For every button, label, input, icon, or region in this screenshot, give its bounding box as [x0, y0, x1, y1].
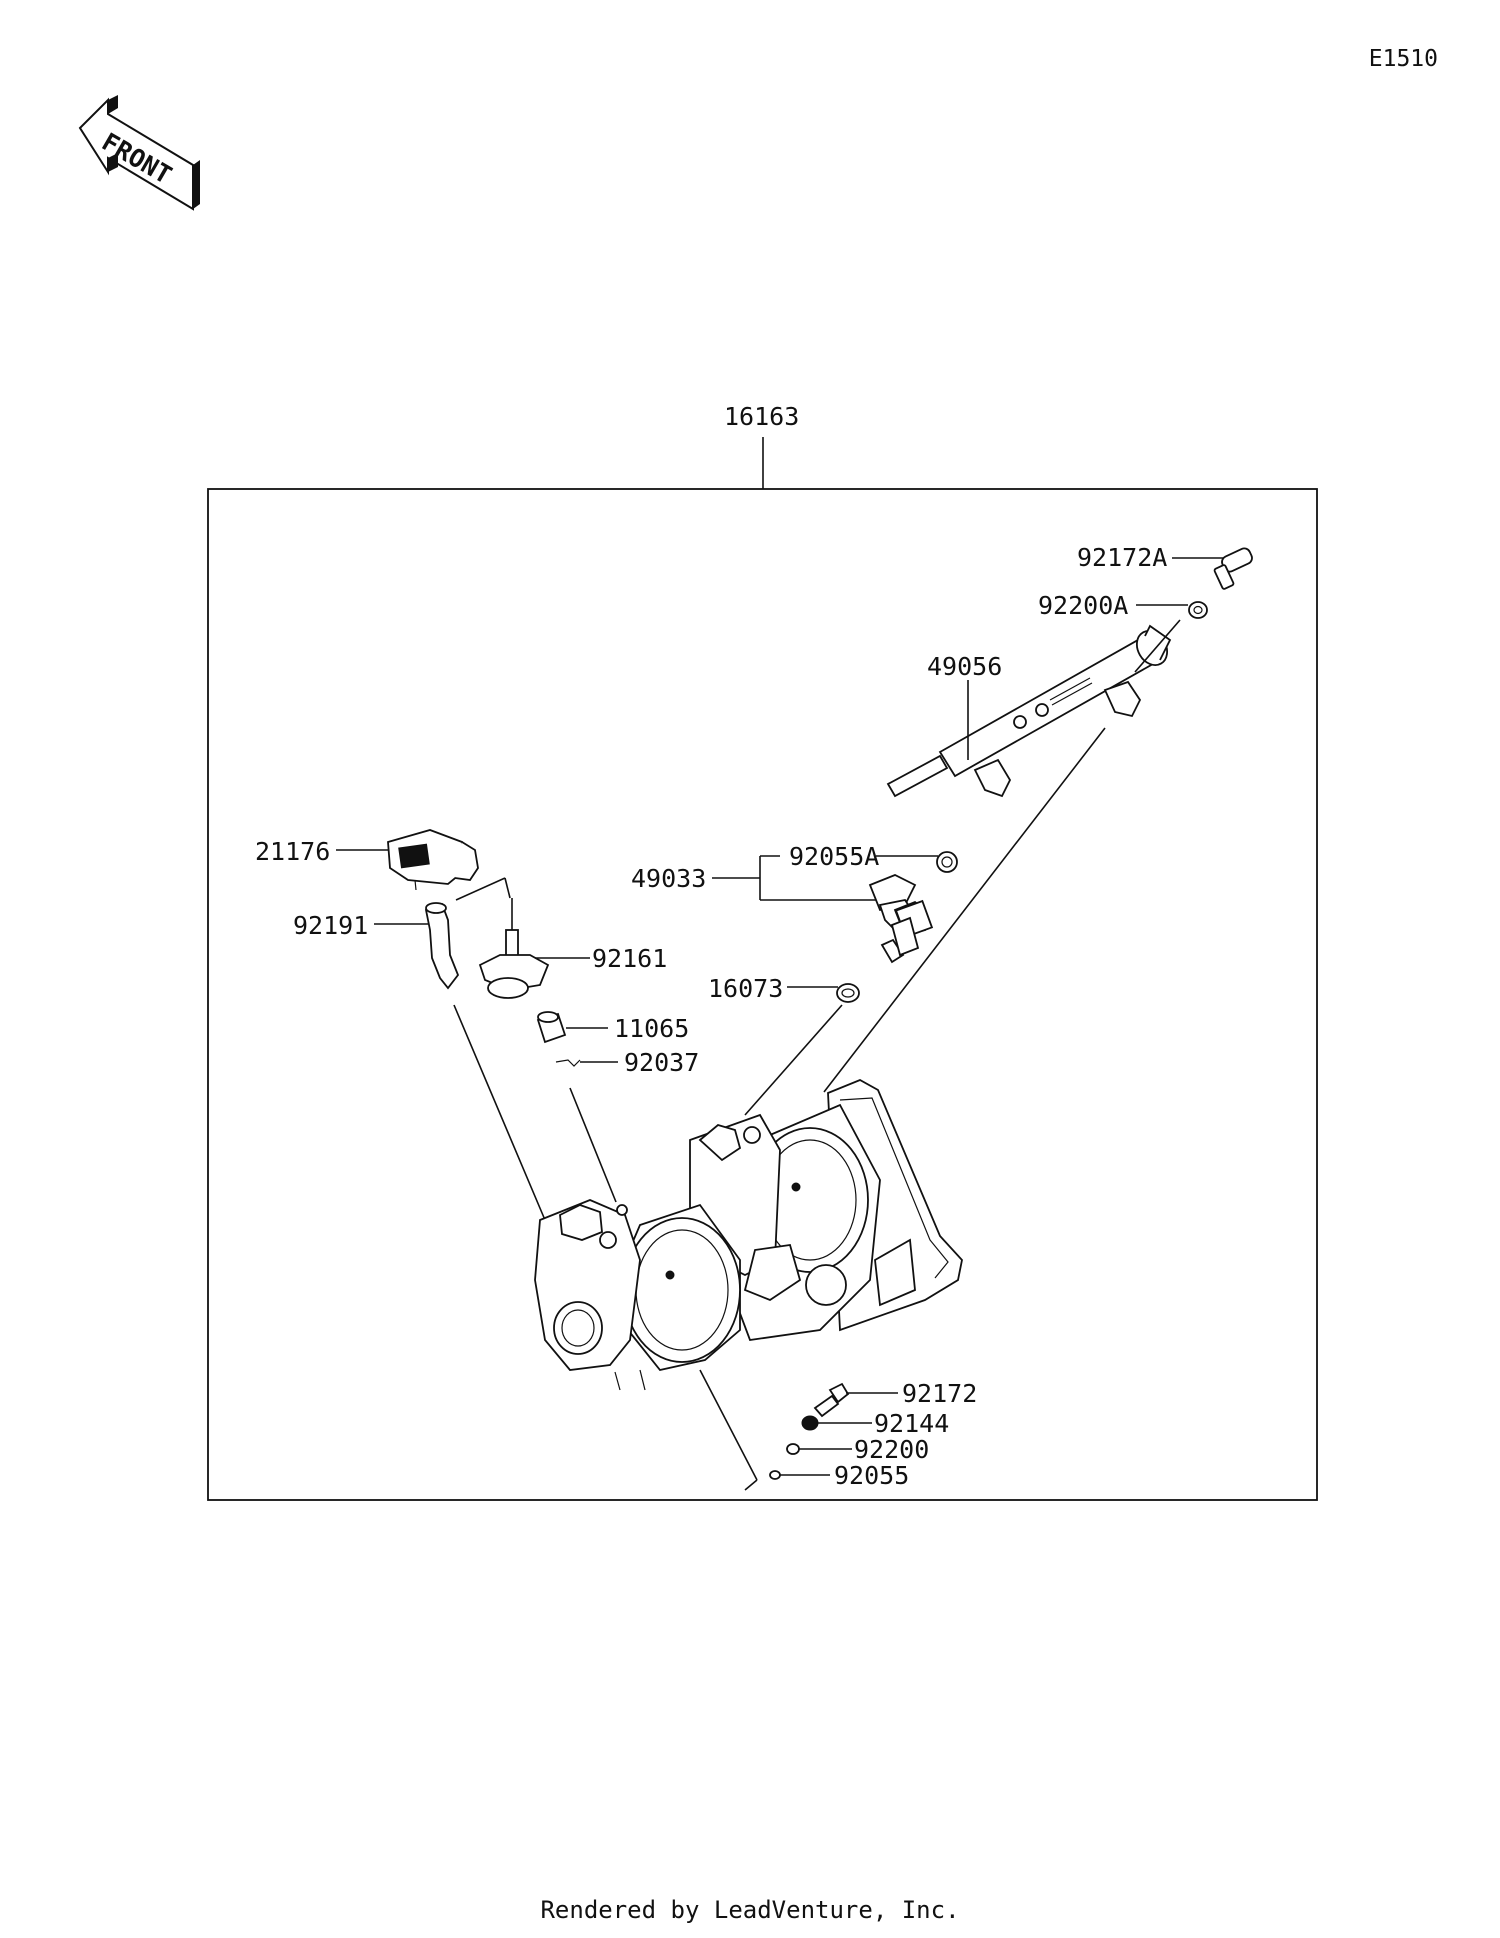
cap-11065[interactable]	[536, 1011, 608, 1044]
fuel-rail-49056[interactable]	[886, 624, 1173, 798]
label-92172: 92172	[902, 1379, 977, 1408]
label-92055A: 92055A	[789, 842, 879, 871]
label-92200: 92200	[854, 1435, 929, 1464]
throttle-body[interactable]	[534, 1079, 963, 1391]
o-ring-92055[interactable]	[769, 1470, 830, 1480]
label-49033: 49033	[631, 864, 706, 893]
front-arrow-icon: FRONT	[78, 95, 200, 211]
washer-92200[interactable]	[786, 1443, 852, 1455]
label-92200A: 92200A	[1038, 591, 1128, 620]
spring-92144[interactable]	[801, 1415, 872, 1431]
label-92161: 92161	[592, 944, 667, 973]
label-92144: 92144	[874, 1409, 949, 1438]
label-92191: 92191	[293, 911, 368, 940]
label-16073: 16073	[708, 974, 783, 1003]
footer-credit: Rendered by LeadVenture, Inc.	[540, 1896, 960, 1924]
sensor-21176[interactable]	[336, 829, 511, 901]
label-49056: 49056	[927, 652, 1002, 681]
washer-92200A[interactable]	[1136, 601, 1208, 619]
label-92037: 92037	[624, 1048, 699, 1077]
label-11065: 11065	[614, 1014, 689, 1043]
screw-92172[interactable]	[813, 1382, 898, 1418]
fitting-92161[interactable]	[478, 898, 590, 999]
o-ring-92055A[interactable]	[876, 851, 958, 873]
assembly-label: 16163	[724, 402, 799, 431]
diagram-code: E1510	[1368, 46, 1438, 72]
assembly-frame	[207, 488, 1318, 1501]
o-ring-16073[interactable]	[744, 983, 860, 1116]
bolt-92172A[interactable]	[1172, 546, 1254, 590]
injector-49033[interactable]	[712, 855, 934, 964]
label-92172A: 92172A	[1077, 543, 1167, 572]
label-21176: 21176	[255, 837, 330, 866]
clip-92037[interactable]	[555, 1059, 618, 1203]
label-92055: 92055	[834, 1461, 909, 1490]
leader-lower-group	[699, 1369, 758, 1481]
hose-92191[interactable]	[374, 902, 546, 1221]
